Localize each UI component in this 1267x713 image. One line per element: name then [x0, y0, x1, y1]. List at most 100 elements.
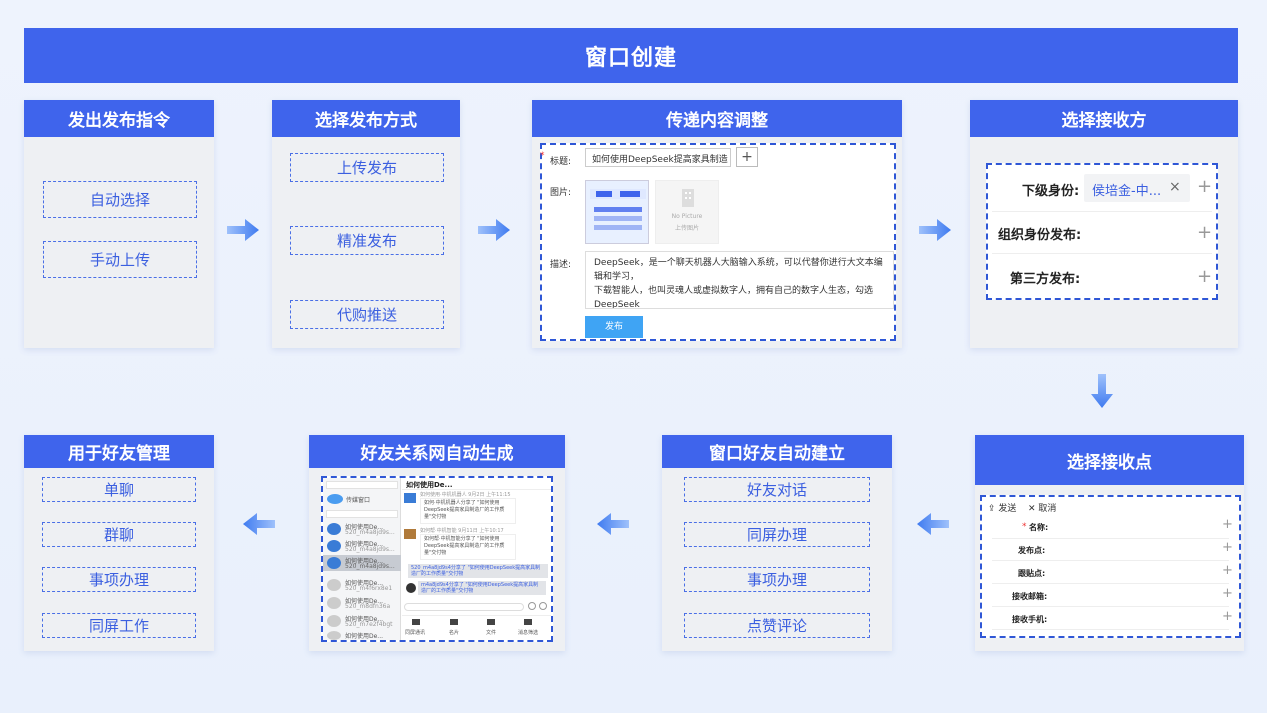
message: 如何使用·中机机器人 9月2日 上午11:15 如何·中机机器人分享了 "如何使…	[404, 491, 550, 525]
receiver-panel: 下级身份: 侯培金-中... × + 组织身份发布: + 第三方发布: +	[986, 163, 1218, 300]
arrow-right-icon	[478, 219, 510, 241]
chat-preview: 传媒窗口 如何使用De... 520_m4a8jd9s... 如何使用De...…	[321, 476, 553, 642]
divider	[992, 560, 1229, 561]
arrow-right-icon	[227, 219, 259, 241]
option-screen-share[interactable]: 同屏办理	[684, 522, 870, 547]
card-title: 用于好友管理	[24, 435, 214, 468]
picture-icon	[682, 189, 694, 207]
share-icon: ⇪	[988, 504, 999, 514]
card-title: 传递内容调整	[532, 100, 902, 137]
org-identity-label: 组织身份发布:	[998, 228, 1082, 243]
chat-area: 如何使用De... 如何使用·中机机器人 9月2日 上午11:15 如何·中机机…	[402, 478, 551, 640]
option-precise-publish[interactable]: 精准发布	[290, 226, 444, 255]
contact-item[interactable]: 如何使用De... 520_m4f6rx8e1	[323, 577, 401, 593]
add-email-icon[interactable]: +	[1222, 586, 1233, 601]
add-title-button[interactable]: +	[736, 147, 758, 167]
contact-item[interactable]: 传媒窗口	[323, 492, 401, 506]
publish-point-label: 发布点:	[1018, 546, 1046, 555]
card-title: 好友关系网自动生成	[309, 435, 565, 468]
upload-image-text: 上传图片	[674, 225, 699, 232]
option-group-chat[interactable]: 群聊	[42, 522, 196, 547]
image-label: 图片:	[550, 188, 572, 198]
add-org-icon[interactable]: +	[1197, 222, 1213, 243]
divider	[992, 538, 1229, 539]
message: m4a8jd9s4分享了 "如何使用DeepSeek提高家具制造厂的工作质量"交…	[404, 581, 550, 597]
close-icon[interactable]: ×	[1169, 179, 1181, 195]
card-content-adjust: 传递内容调整 * 标题: 如何使用DeepSeek提高家具制造 + 图片: No…	[532, 100, 902, 348]
no-picture-text: No Picture	[671, 213, 703, 220]
card-title: 选择接收点	[975, 435, 1244, 485]
divider	[992, 253, 1212, 254]
arrow-left-icon	[243, 513, 275, 535]
option-task-handle[interactable]: 事项办理	[42, 567, 196, 592]
receiver-tag-text: 侯培金-中...	[1092, 184, 1162, 199]
message-input[interactable]	[404, 603, 524, 611]
option-screen-work[interactable]: 同屏工作	[42, 613, 196, 638]
card-window-friend-build: 窗口好友自动建立 好友对话 同屏办理 事项办理 点赞评论	[662, 435, 892, 651]
content-form: * 标题: 如何使用DeepSeek提高家具制造 + 图片: No Pictur…	[540, 143, 896, 341]
title-input[interactable]: 如何使用DeepSeek提高家具制造	[585, 148, 731, 167]
divider	[992, 211, 1212, 212]
filter-icon[interactable]	[524, 619, 532, 625]
contact-item[interactable]: 如何使用De... 520_m4a8jd9s...	[323, 521, 401, 537]
title-label: 标题:	[550, 157, 572, 167]
name-label: 名称:	[1029, 523, 1049, 532]
card-select-receiver: 选择接收方 下级身份: 侯培金-中... × + 组织身份发布: + 第三方发布…	[970, 100, 1238, 348]
message-highlight: 520_m4a8jd9s4分享了 "如何使用DeepSeek提高家具制造厂的工作…	[408, 564, 548, 578]
divider	[992, 606, 1229, 607]
subordinate-identity-label: 下级身份:	[1022, 184, 1080, 199]
option-single-chat[interactable]: 单聊	[42, 477, 196, 502]
option-task-handle[interactable]: 事项办理	[684, 567, 870, 592]
screen-share-icon[interactable]	[412, 619, 420, 625]
card-icon[interactable]	[450, 619, 458, 625]
settings-icon[interactable]	[539, 602, 547, 610]
chat-title: 如何使用De...	[406, 481, 453, 489]
card-friend-network: 好友关系网自动生成 传媒窗口 如何使用De... 520_m4a8jd9s...…	[309, 435, 565, 651]
description-label: 描述:	[550, 260, 572, 270]
image-thumbnail[interactable]	[585, 180, 649, 244]
contact-item[interactable]: 如何使用De...	[323, 630, 401, 640]
banner-title: 窗口创建	[24, 28, 1238, 83]
contact-item[interactable]: 如何使用De... 520_m8dfn36a	[323, 595, 401, 611]
card-title: 选择发布方式	[272, 100, 460, 137]
file-icon[interactable]	[487, 619, 495, 625]
add-third-party-icon[interactable]: +	[1197, 266, 1213, 287]
add-subordinate-icon[interactable]: +	[1197, 176, 1213, 197]
option-proxy-push[interactable]: 代购推送	[290, 300, 444, 329]
cancel-button[interactable]: ✕ 取消	[1028, 504, 1057, 514]
third-party-label: 第三方发布:	[1010, 272, 1081, 287]
follow-point-label: 跟贴点:	[1018, 569, 1046, 578]
upload-image-placeholder[interactable]: No Picture 上传图片	[655, 180, 719, 244]
publish-button[interactable]: 发布	[585, 316, 643, 338]
contact-item-selected[interactable]: 如何使用De... 520_m4a8jd9s...	[323, 555, 401, 571]
add-follow-point-icon[interactable]: +	[1222, 563, 1233, 578]
option-friend-chat[interactable]: 好友对话	[684, 477, 870, 502]
card-publish-method: 选择发布方式 上传发布 精准发布 代购推送	[272, 100, 460, 348]
add-name-icon[interactable]: +	[1222, 517, 1233, 532]
receive-phone-label: 接收手机:	[1012, 615, 1048, 624]
arrow-left-icon	[597, 513, 629, 535]
divider	[992, 583, 1229, 584]
contact-item[interactable]: 如何使用De... 520_m7e2f4bgt	[323, 613, 401, 629]
send-button[interactable]: ⇪ 发送	[988, 504, 1017, 514]
contact-item[interactable]: 如何使用De... 520_m4a8jd9s...	[323, 538, 401, 554]
emoji-icon[interactable]	[528, 602, 536, 610]
card-issue-command: 发出发布指令 自动选择 手动上传	[24, 100, 214, 348]
required-mark: *	[540, 151, 545, 161]
description-textarea[interactable]: DeepSeek，是一个聊天机器人大脑输入系统，可以代替你进行大文本编辑和学习，…	[585, 251, 894, 309]
receiver-tag[interactable]: 侯培金-中... ×	[1084, 174, 1190, 202]
card-title: 选择接收方	[970, 100, 1238, 137]
arrow-right-icon	[919, 219, 951, 241]
add-phone-icon[interactable]: +	[1222, 609, 1233, 624]
option-manual-upload[interactable]: 手动上传	[43, 241, 197, 278]
option-auto-select[interactable]: 自动选择	[43, 181, 197, 218]
close-icon: ✕	[1028, 504, 1039, 514]
option-upload-publish[interactable]: 上传发布	[290, 153, 444, 182]
arrow-down-icon	[1091, 374, 1113, 408]
arrow-left-icon	[917, 513, 949, 535]
receive-point-panel: ⇪ 发送 ✕ 取消 * 名称: + 发布点: + 跟贴点: + 接收邮箱: + …	[980, 495, 1241, 638]
required-mark: *	[1022, 522, 1027, 532]
add-publish-point-icon[interactable]: +	[1222, 540, 1233, 555]
option-like-comment[interactable]: 点赞评论	[684, 613, 870, 638]
card-title: 窗口好友自动建立	[662, 435, 892, 468]
